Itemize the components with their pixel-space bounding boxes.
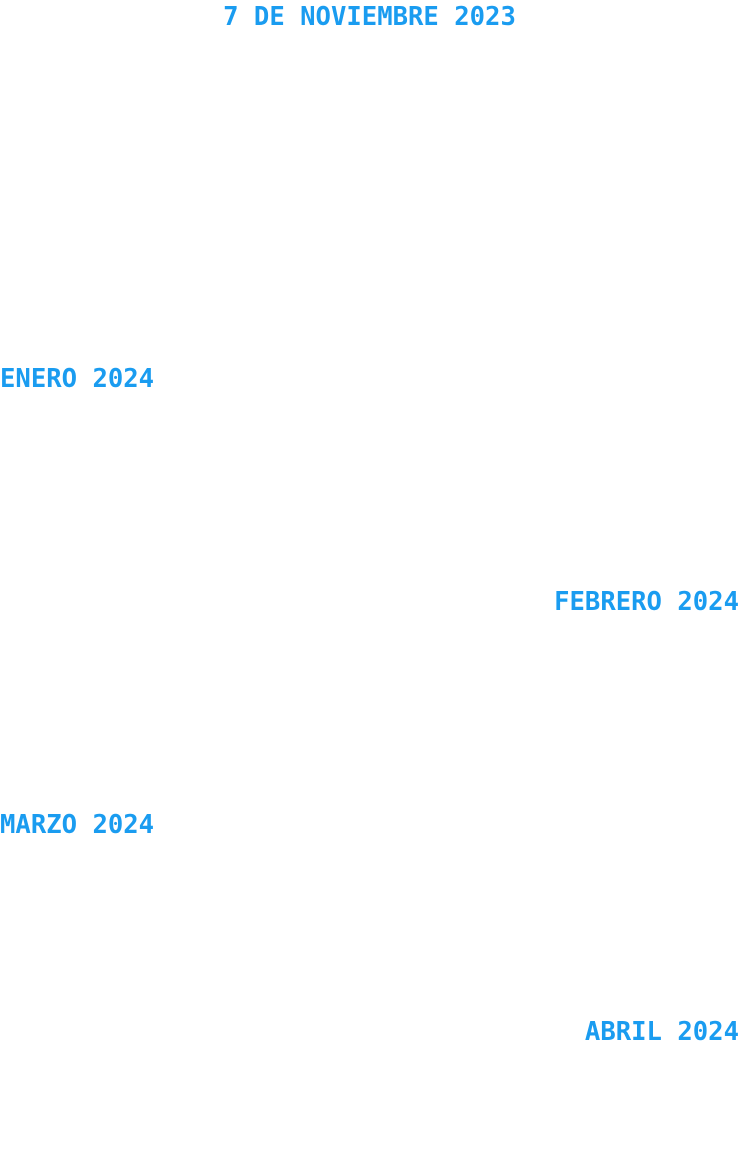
timeline-date-apr-2024: ABRIL 2024: [584, 1017, 739, 1047]
timeline-date-feb-2024: FEBRERO 2024: [554, 587, 739, 617]
timeline-date-mar-2024: MARZO 2024: [0, 810, 155, 840]
timeline-date-nov-2023: 7 DE NOVIEMBRE 2023: [223, 2, 516, 32]
timeline-date-jan-2024: ENERO 2024: [0, 364, 155, 394]
